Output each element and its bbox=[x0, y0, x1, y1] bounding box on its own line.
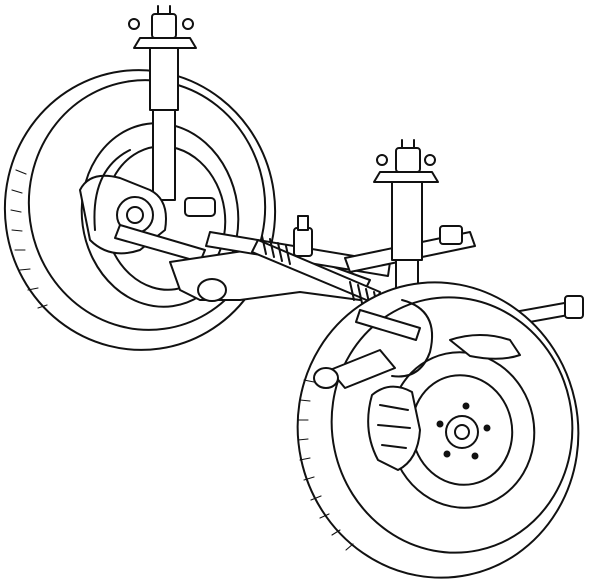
right-mount-stud bbox=[376, 154, 388, 166]
left-rim-outer bbox=[80, 122, 240, 308]
left-brake-hose bbox=[93, 149, 131, 231]
left-hub-assembly bbox=[79, 174, 216, 263]
rear-mount-bracket bbox=[439, 225, 463, 245]
left-mount-stud-2 bbox=[182, 18, 194, 30]
right-steering-arm bbox=[449, 334, 521, 360]
left-arm-bushing bbox=[197, 278, 227, 302]
left-strut bbox=[128, 5, 197, 201]
left-tie-rod-end bbox=[184, 197, 216, 217]
left-tire-sidewall bbox=[27, 79, 267, 331]
pinion-shaft bbox=[297, 215, 309, 231]
right-rack-boot bbox=[349, 281, 379, 311]
right-lower-arm bbox=[329, 349, 396, 389]
left-strut-top-nut bbox=[151, 13, 177, 39]
left-strut-mount bbox=[133, 37, 197, 49]
right-tie-rod bbox=[355, 309, 421, 341]
right-mount-stud-2 bbox=[424, 154, 436, 166]
brake-hose bbox=[391, 299, 434, 378]
right-rod-end bbox=[564, 295, 584, 319]
right-strut-tube-upper bbox=[391, 181, 423, 261]
right-hub bbox=[445, 415, 479, 449]
left-rack-boot bbox=[261, 235, 291, 265]
left-strut-tube-lower bbox=[152, 109, 176, 201]
right-knuckle bbox=[93, 149, 521, 389]
left-strut-tube-upper bbox=[149, 47, 179, 111]
right-tire-tread bbox=[297, 379, 354, 551]
right-strut-mount bbox=[373, 171, 439, 183]
right-strut-top-nut bbox=[395, 147, 421, 173]
right-arm-bushing bbox=[313, 367, 339, 389]
left-mount-stud bbox=[128, 18, 140, 30]
right-tire-sidewall bbox=[330, 296, 574, 554]
wheel-stud bbox=[462, 402, 470, 410]
right-caliper bbox=[367, 385, 421, 471]
left-tire-tread bbox=[10, 169, 48, 309]
steering-pinion bbox=[293, 227, 313, 257]
